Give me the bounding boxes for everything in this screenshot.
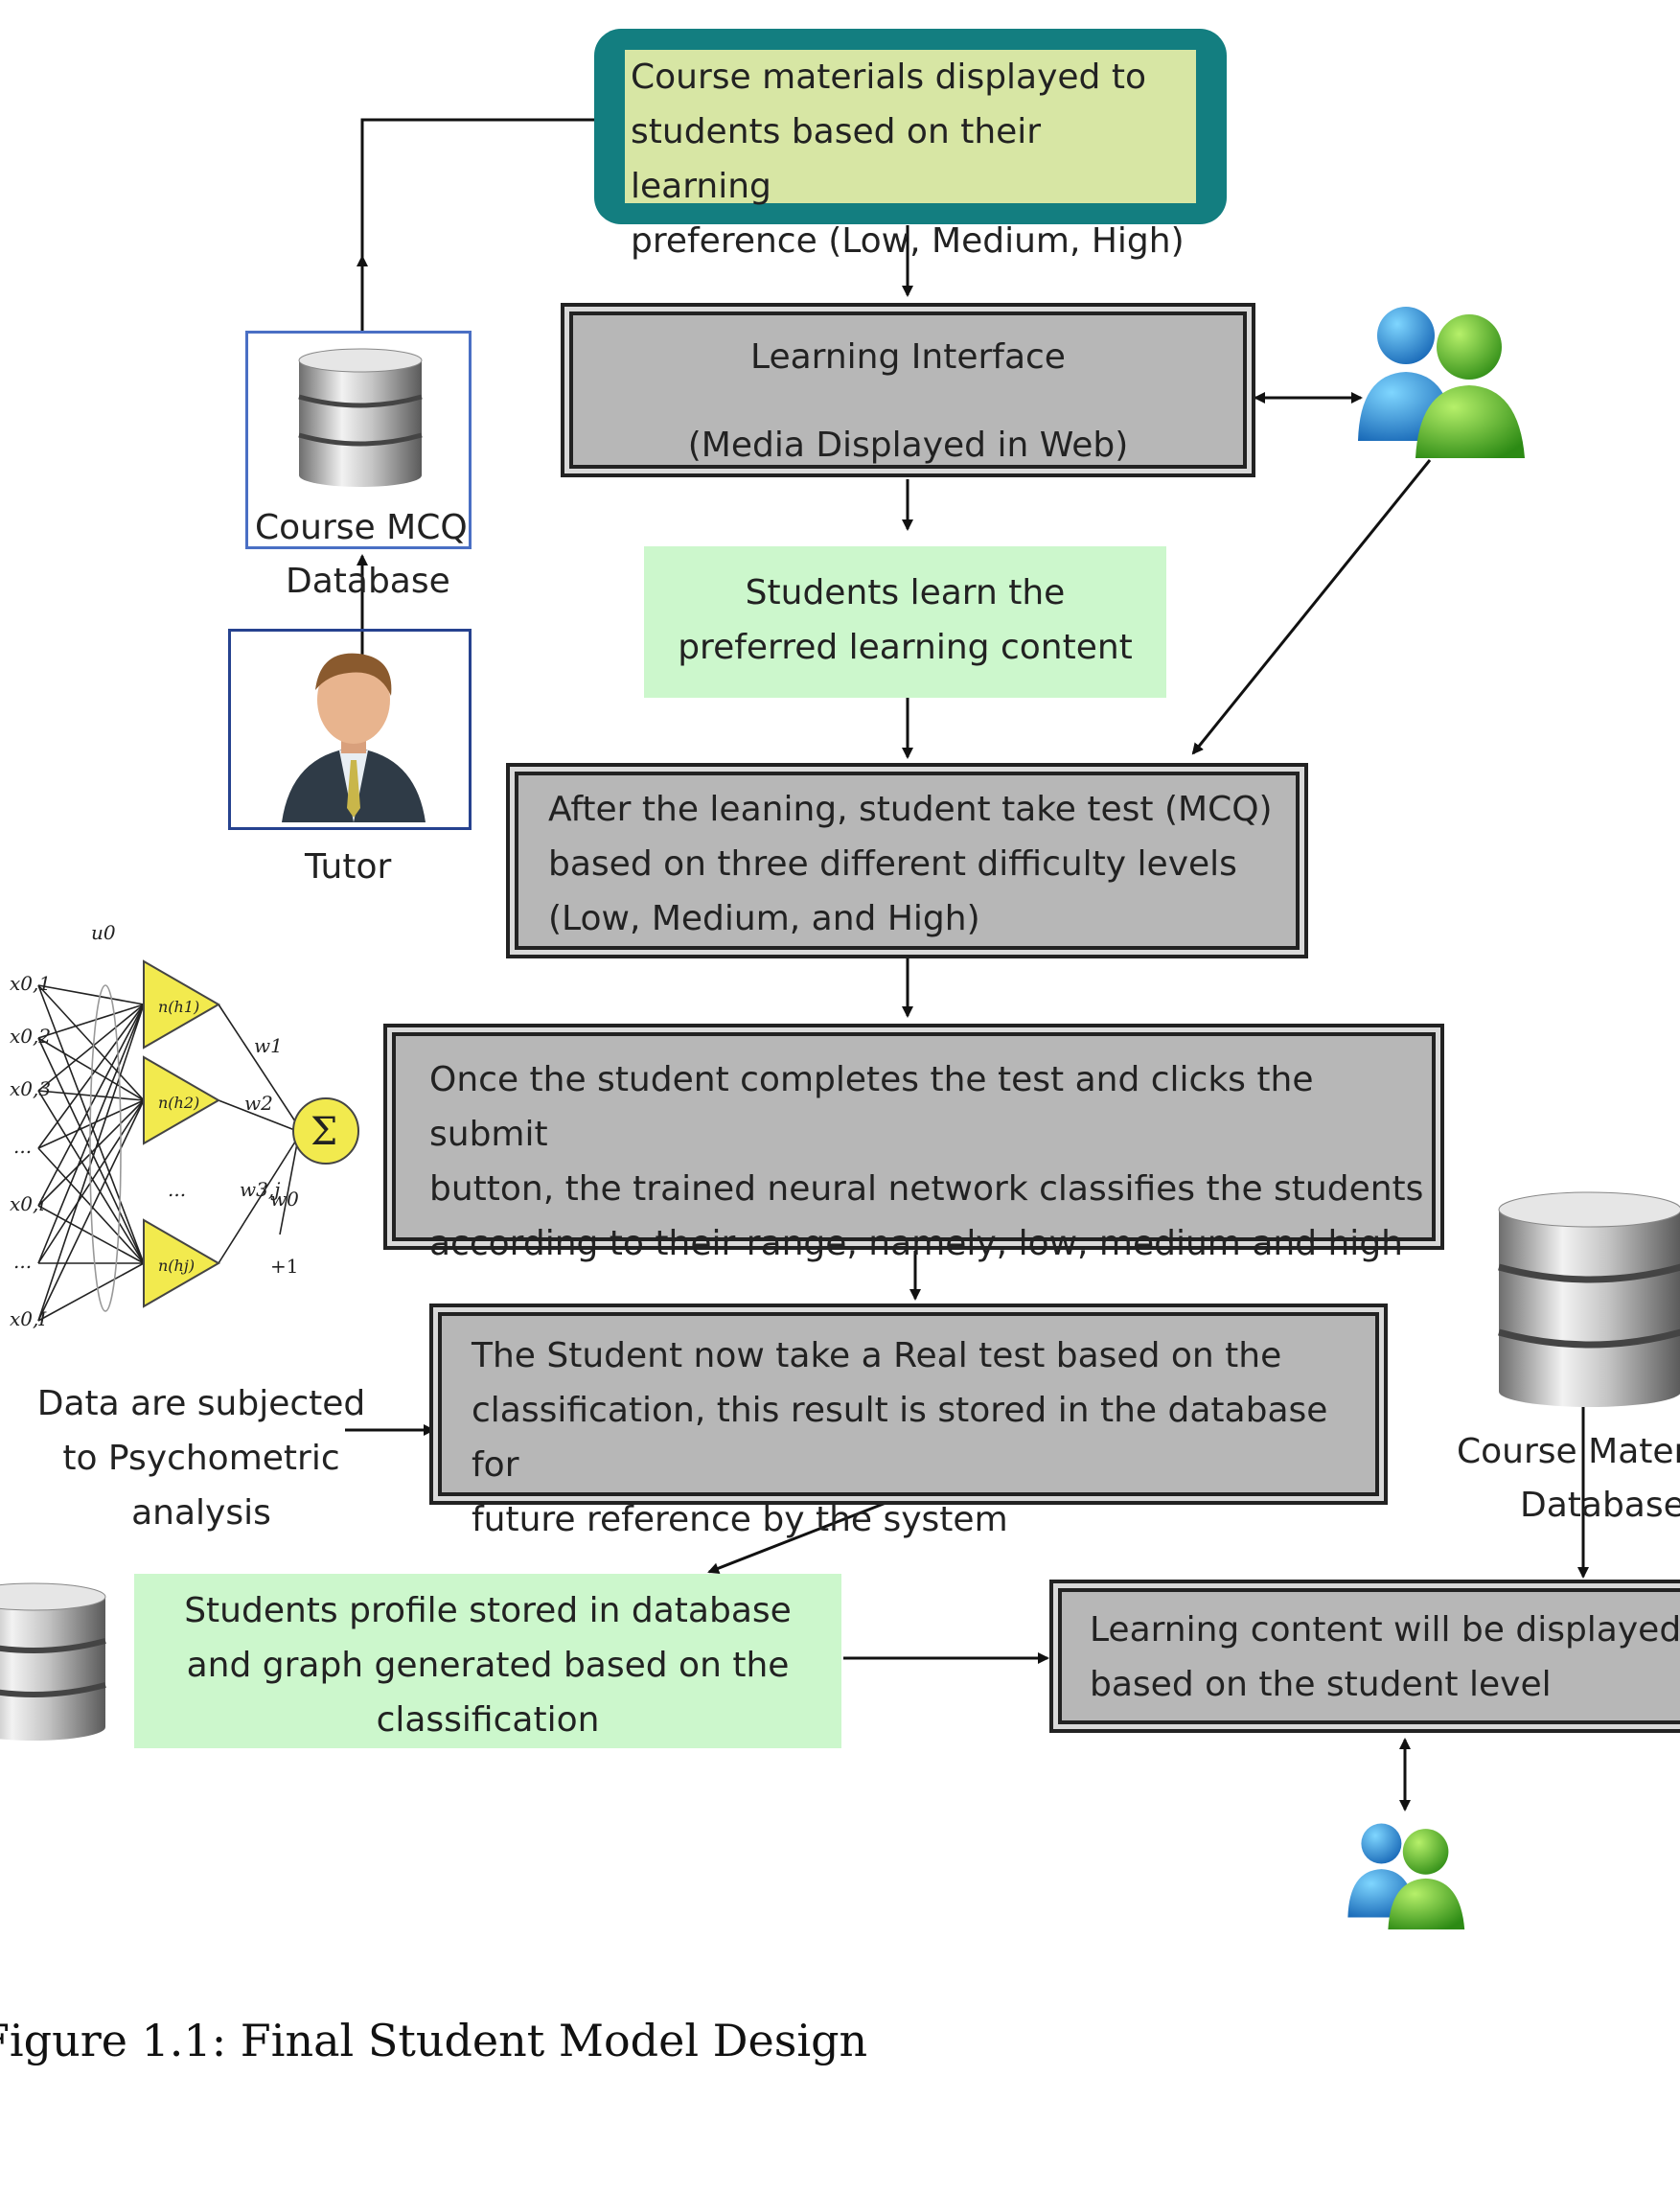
real-test-line-1: The Student now take a Real test based o… — [472, 1336, 1282, 1375]
classification-box: Once the student completes the test and … — [383, 1024, 1444, 1263]
real-to-profile-arrow — [707, 1491, 911, 1574]
learning-interface-title: Learning Interface — [750, 337, 1066, 377]
profile-stored-line-3: classification — [376, 1700, 600, 1740]
users-to-test-arrow — [1191, 459, 1432, 755]
nn-input-7: x0,I — [10, 1307, 47, 1330]
nn-hidden-3: n(hj) — [158, 1257, 195, 1275]
nn-bias: +1 — [270, 1255, 298, 1278]
students-learn-box: Students learn the preferred learning co… — [644, 546, 1166, 698]
real-test-line-3: future reference by the system — [472, 1500, 1008, 1539]
classification-line-1: Once the student completes the test and … — [429, 1060, 1314, 1154]
course-materials-box: Course materials displayed to students b… — [594, 29, 1227, 261]
nn-input-4: ... — [13, 1135, 32, 1158]
course-material-db-label-2: Database — [1520, 1486, 1680, 1525]
tutor-frame — [228, 629, 472, 830]
psychometric-line-1: Data are subjected — [36, 1384, 366, 1423]
real-test-line-2: classification, this result is stored in… — [472, 1391, 1328, 1485]
take-test-box: After the leaning, student take test (MC… — [506, 763, 1308, 958]
content-displayed-line-1: Learning content will be displayed — [1090, 1610, 1680, 1650]
nn-ellipsis: ... — [168, 1178, 186, 1201]
db-to-materials-line — [360, 118, 594, 331]
nn-weight-2: w2 — [244, 1092, 273, 1115]
database-icon — [298, 348, 423, 487]
profile-stored-box: Students profile stored in database and … — [134, 1574, 841, 1748]
learning-interface-sub: (Media Displayed in Web) — [687, 426, 1129, 465]
users-icon-bottom — [1347, 1823, 1465, 1930]
take-test-line-2: based on three different difficulty leve… — [548, 844, 1237, 884]
nn-input-6: ... — [13, 1250, 32, 1273]
nn-weight-3: w3,j — [240, 1178, 280, 1201]
psychometric-label: Data are subjected to Psychometric analy… — [29, 1376, 374, 1540]
psychometric-line-2: to Psychometric — [62, 1439, 340, 1478]
real-test-box: The Student now take a Real test based o… — [429, 1304, 1388, 1539]
content-displayed-line-2: based on the student level — [1090, 1665, 1552, 1704]
take-test-line-3: (Low, Medium, and High) — [548, 899, 980, 938]
nn-weight-1: w1 — [254, 1034, 283, 1057]
profile-database-icon — [0, 1582, 106, 1741]
nn-input-1: x0,1 — [10, 972, 51, 995]
nn-bias-top: u0 — [91, 921, 116, 944]
classification-line-2: button, the trained neural network class… — [429, 1169, 1424, 1209]
psychometric-line-3: analysis — [131, 1493, 271, 1533]
nn-hidden-1: n(h1) — [158, 998, 199, 1016]
profile-stored-line-1: Students profile stored in database — [184, 1591, 792, 1630]
take-test-line-1: After the leaning, student take test (MC… — [548, 790, 1273, 829]
course-material-db-label-1: Course Mater — [1457, 1432, 1680, 1471]
learning-interface-box: Learning Interface (Media Displayed in W… — [561, 303, 1255, 477]
course-material-database-icon — [1498, 1191, 1680, 1407]
nn-weight-0: w0 — [270, 1188, 299, 1211]
nn-input-3: x0,3 — [10, 1077, 51, 1100]
nn-input-2: x0,2 — [10, 1025, 51, 1048]
classification-line-3: according to their range, namely, low, m… — [429, 1224, 1403, 1263]
tutor-label: Tutor — [305, 847, 392, 887]
nn-input-5: x0,i — [10, 1192, 45, 1215]
tutor-avatar-icon — [282, 653, 426, 822]
students-learn-line-2: preferred learning content — [678, 628, 1133, 667]
neural-network-icon: x0,1 x0,2 x0,3 ... x0,i ... x0,I u0 n(h1… — [10, 921, 359, 1330]
course-materials-line-3: preference (Low, Medium, High) — [631, 221, 1185, 261]
course-mcq-db-label-2: Database — [286, 562, 450, 601]
course-materials-line-2: students based on their learning — [631, 112, 1042, 206]
course-mcq-db-label-1: Course MCQ — [255, 508, 468, 547]
users-icon — [1358, 307, 1525, 458]
figure-caption: Figure 1.1: Final Student Model Design — [0, 2015, 868, 2066]
course-materials-line-1: Course materials displayed to — [631, 58, 1146, 97]
nn-hidden-2: n(h2) — [158, 1094, 199, 1112]
students-learn-line-1: Students learn the — [745, 573, 1066, 612]
course-mcq-db-frame — [245, 331, 472, 549]
profile-stored-line-2: and graph generated based on the — [186, 1646, 790, 1685]
nn-sum: Σ — [311, 1110, 337, 1154]
content-displayed-box: Learning content will be displayed based… — [1049, 1580, 1680, 1733]
